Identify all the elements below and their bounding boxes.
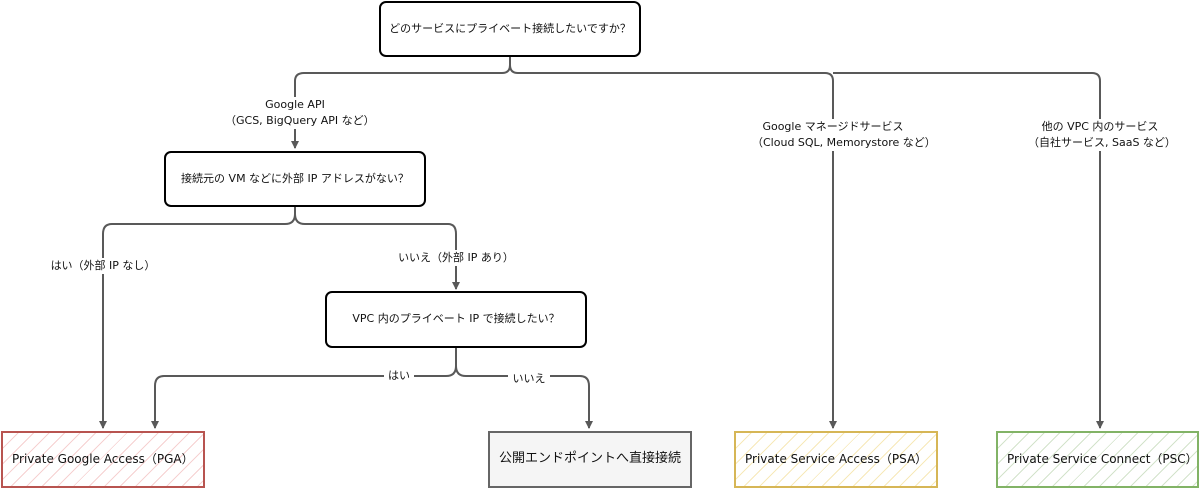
edge-label-other-vpc-line1: 他の VPC 内のサービス (1041, 120, 1159, 133)
edge-label-no-external-ip: はい（外部 IP なし） (44, 258, 162, 274)
question-no-external-ip-text: 接続元の VM などに外部 IP アドレスがない？ (181, 171, 409, 185)
edge-label-vpc-yes: はい (384, 368, 414, 384)
edge-label-managed-service-line2: （Cloud SQL, Memorystore など） (752, 136, 936, 149)
question-no-external-ip: 接続元の VM などに外部 IP アドレスがない？ (164, 151, 426, 207)
edge-label-vpc-no: いいえ (508, 371, 550, 387)
outcome-psa-label: Private Service Access（PSA） (745, 451, 928, 466)
edge-label-google-api-line2: （GCS, BigQuery API など） (225, 114, 375, 127)
edge-no-external-ip (99, 206, 296, 429)
outcome-private-service-access: Private Service Access（PSA） (734, 431, 938, 488)
edge-label-google-api: Google API （GCS, BigQuery API など） (225, 97, 375, 129)
edge-has-external-ip (294, 213, 460, 290)
edge-vpc-no (455, 365, 593, 429)
question-vpc-private-ip-text: VPC 内のプライベート IP で接続したい？ (352, 312, 560, 326)
outcome-psc-label: Private Service Connect（PSC） (1007, 451, 1198, 466)
outcome-private-service-connect: Private Service Connect（PSC） (996, 431, 1199, 488)
edge-label-managed-service: Google マネージドサービス （Cloud SQL, Memorystore… (752, 119, 936, 151)
edge-managed-service (509, 64, 837, 429)
outcome-pga-label: Private Google Access（PGA） (12, 451, 194, 466)
edge-label-has-external-ip: いいえ（外部 IP あり） (389, 250, 523, 266)
edge-vpc-yes (151, 348, 457, 429)
edge-label-managed-service-line1: Google マネージドサービス (762, 120, 904, 133)
edge-label-other-vpc: 他の VPC 内のサービス （自社サービス, SaaS など） (1028, 119, 1176, 151)
edge-other-vpc (833, 72, 1104, 429)
outcome-public-endpoint-label: 公開エンドポイントへ直接接続 (498, 451, 681, 467)
question-vpc-private-ip: VPC 内のプライベート IP で接続したい？ (325, 291, 587, 348)
question-which-service: どのサービスにプライベート接続したいですか？ (379, 1, 641, 57)
edge-label-other-vpc-line2: （自社サービス, SaaS など） (1028, 136, 1176, 149)
outcome-private-google-access: Private Google Access（PGA） (1, 431, 205, 488)
outcome-public-endpoint: 公開エンドポイントへ直接接続 (488, 431, 692, 488)
edge-label-google-api-line1: Google API (265, 98, 325, 111)
question-which-service-text: どのサービスにプライベート接続したいですか？ (389, 21, 631, 35)
